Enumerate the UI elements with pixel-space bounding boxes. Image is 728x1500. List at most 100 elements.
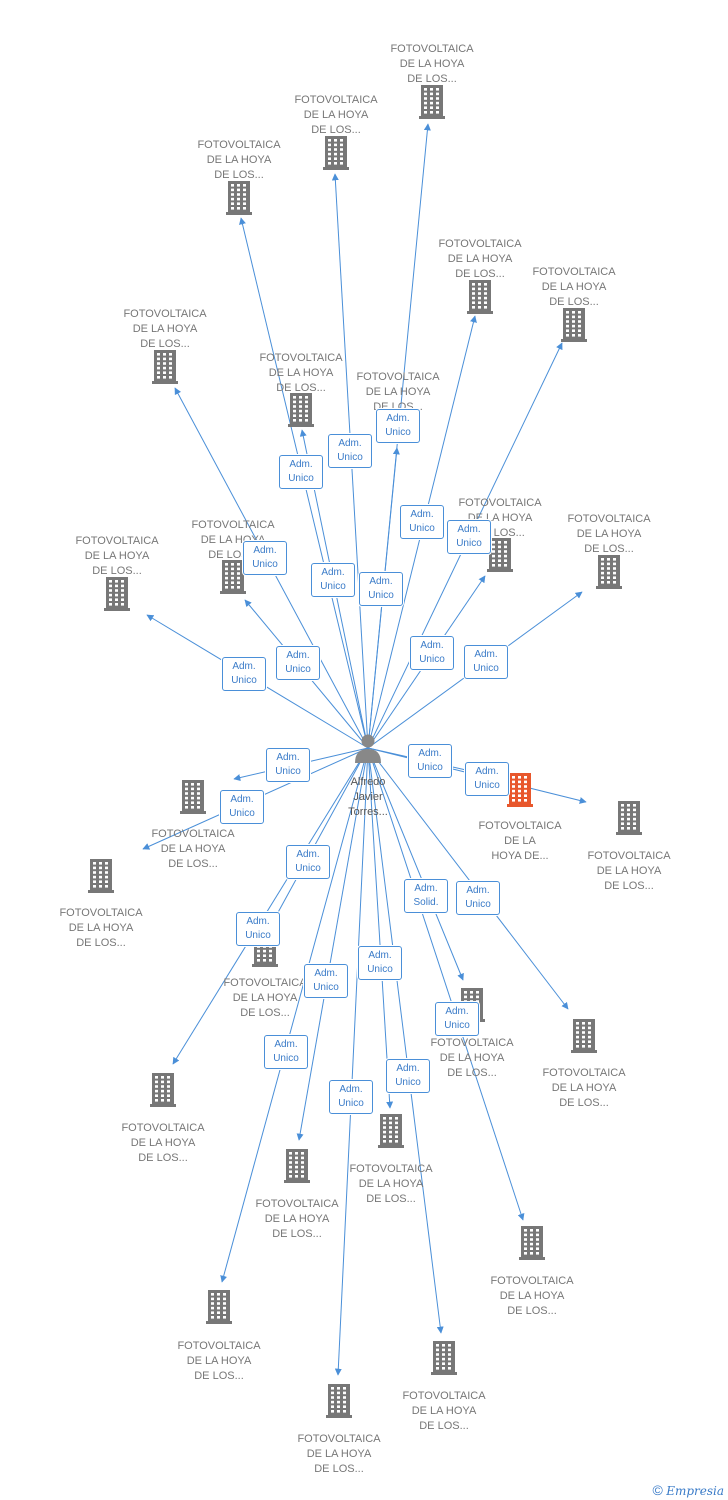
company-building-icon-13[interactable] xyxy=(88,859,114,893)
company-building-icon-8[interactable] xyxy=(487,538,513,572)
role-label-2[interactable]: Adm.Unico xyxy=(279,455,323,489)
role-label-22[interactable]: Adm.Unico xyxy=(456,881,500,915)
company-building-icon-4[interactable] xyxy=(561,308,587,342)
company-label-3-line: FOTOVOLTAICA xyxy=(438,238,522,250)
role-label-line: Adm. xyxy=(368,950,392,961)
edge-21 xyxy=(367,747,464,981)
company-label-24-line: DE LA HOYA xyxy=(411,1405,477,1417)
company-building-icon-5[interactable] xyxy=(152,350,178,384)
role-label-14[interactable]: Adm.Unico xyxy=(408,744,452,778)
role-label-17[interactable]: Adm.Unico xyxy=(304,964,348,998)
role-label-13[interactable]: Adm.Unico xyxy=(220,790,264,824)
company-label-20-line: FOTOVOLTAICA xyxy=(297,1433,381,1445)
role-label-line: Unico xyxy=(419,654,445,665)
company-label-7-line: DE LA HOYA xyxy=(365,386,431,398)
company-building-icon-16[interactable] xyxy=(150,1073,176,1107)
company-label-22-line: FOTOVOLTAICA xyxy=(542,1067,626,1079)
role-label-10[interactable]: Adm.Unico xyxy=(276,646,320,680)
role-label-24[interactable]: Adm.Unico xyxy=(386,1059,430,1093)
edge-17 xyxy=(296,747,369,1141)
company-building-icon-18[interactable] xyxy=(378,1114,404,1148)
company-building-icon-0[interactable] xyxy=(419,85,445,119)
copyright-icon: © xyxy=(652,1482,663,1498)
role-label-line: Adm. xyxy=(314,968,338,979)
role-label-5[interactable]: Adm.Unico xyxy=(243,541,287,575)
role-label-12[interactable]: Adm.Unico xyxy=(266,748,310,782)
company-label-24-line: FOTOVOLTAICA xyxy=(402,1390,486,1402)
role-label-7[interactable]: Adm.Unico xyxy=(359,572,403,606)
role-label-line: Unico xyxy=(288,473,314,484)
company-label-2-line: FOTOVOLTAICA xyxy=(197,139,281,151)
role-label-23[interactable]: Adm.Unico xyxy=(435,1002,479,1036)
role-label-line: Adm. xyxy=(466,885,490,896)
footer-brand[interactable]: © Empresia xyxy=(653,1482,724,1498)
person-icon[interactable] xyxy=(355,734,381,764)
center-person-label-line: Torres... xyxy=(348,806,388,818)
role-label-16[interactable]: Adm.Unico xyxy=(236,912,280,946)
company-label-11-line: DE LA HOYA xyxy=(84,550,150,562)
company-building-icon-23[interactable] xyxy=(519,1226,545,1260)
company-label-12-line: DE LOS... xyxy=(168,858,218,870)
role-label-11[interactable]: Adm.Unico xyxy=(222,657,266,691)
role-label-4[interactable]: Adm.Unico xyxy=(447,520,491,554)
role-label-21[interactable]: Adm.Solid. xyxy=(404,879,448,913)
company-label-15-line: DE LA HOYA xyxy=(232,992,298,1004)
role-label-19[interactable]: Adm.Unico xyxy=(264,1035,308,1069)
role-label-line: Adm. xyxy=(321,567,345,578)
company-building-icon-22[interactable] xyxy=(571,1019,597,1053)
edge-16 xyxy=(172,747,369,1065)
company-building-icon-2[interactable] xyxy=(226,181,252,215)
company-building-icon-14[interactable] xyxy=(616,801,642,835)
focus-company-building-icon[interactable] xyxy=(507,773,533,807)
edge-23 xyxy=(367,747,525,1221)
company-building-icon-20[interactable] xyxy=(326,1384,352,1418)
role-label-15[interactable]: Adm.Unico xyxy=(286,845,330,879)
role-label-1[interactable]: Adm.Unico xyxy=(328,434,372,468)
role-label-line: Unico xyxy=(229,808,255,819)
company-label-24: FOTOVOLTAICA DE LA HOYA DE LOS... xyxy=(389,1389,499,1434)
role-label-18[interactable]: Adm.Unico xyxy=(358,946,402,980)
company-label-16-line: FOTOVOLTAICA xyxy=(121,1122,205,1134)
company-building-icon-10[interactable] xyxy=(220,560,246,594)
role-label-line: Adm. xyxy=(339,1084,363,1095)
role-label-20[interactable]: Adm. Unico xyxy=(329,1080,373,1114)
role-label-line: Adm. xyxy=(338,438,362,449)
role-label-line: Adm. xyxy=(420,640,444,651)
company-building-icon-19[interactable] xyxy=(206,1290,232,1324)
role-label-focus[interactable]: Adm.Unico xyxy=(465,762,509,796)
company-label-4-line: FOTOVOLTAICA xyxy=(532,266,616,278)
role-label-line: Unico xyxy=(338,1098,364,1109)
role-label-line: Adm. xyxy=(274,1039,298,1050)
company-building-icon-1[interactable] xyxy=(323,136,349,170)
role-label-3[interactable]: Adm.Unico xyxy=(400,505,444,539)
company-building-icon-6[interactable] xyxy=(288,393,314,427)
company-label-9-line: DE LOS... xyxy=(584,543,634,555)
company-building-icon-3[interactable] xyxy=(467,280,493,314)
company-label-22-line: DE LOS... xyxy=(559,1097,609,1109)
company-building-icon-9[interactable] xyxy=(596,555,622,589)
company-label-24-line: DE LOS... xyxy=(419,1420,469,1432)
company-building-icon-17[interactable] xyxy=(284,1149,310,1183)
company-building-icon-24[interactable] xyxy=(431,1341,457,1375)
company-building-icon-11[interactable] xyxy=(104,577,130,611)
role-label-8[interactable]: Adm. Unico xyxy=(410,636,454,670)
company-label-6-line: DE LOS... xyxy=(276,382,326,394)
company-label-14-line: DE LOS... xyxy=(604,880,654,892)
edge-22 xyxy=(367,747,569,1010)
role-label-line: Adm. xyxy=(369,576,393,587)
company-label-9-line: FOTOVOLTAICA xyxy=(567,513,651,525)
role-label-9[interactable]: Adm.Unico xyxy=(464,645,508,679)
role-label-6[interactable]: Adm.Unico xyxy=(311,563,355,597)
company-building-icon-12[interactable] xyxy=(180,780,206,814)
role-label-0[interactable]: Adm.Unico xyxy=(376,409,420,443)
company-label-19-line: DE LOS... xyxy=(194,1370,244,1382)
company-label-1-line: DE LA HOYA xyxy=(303,109,369,121)
